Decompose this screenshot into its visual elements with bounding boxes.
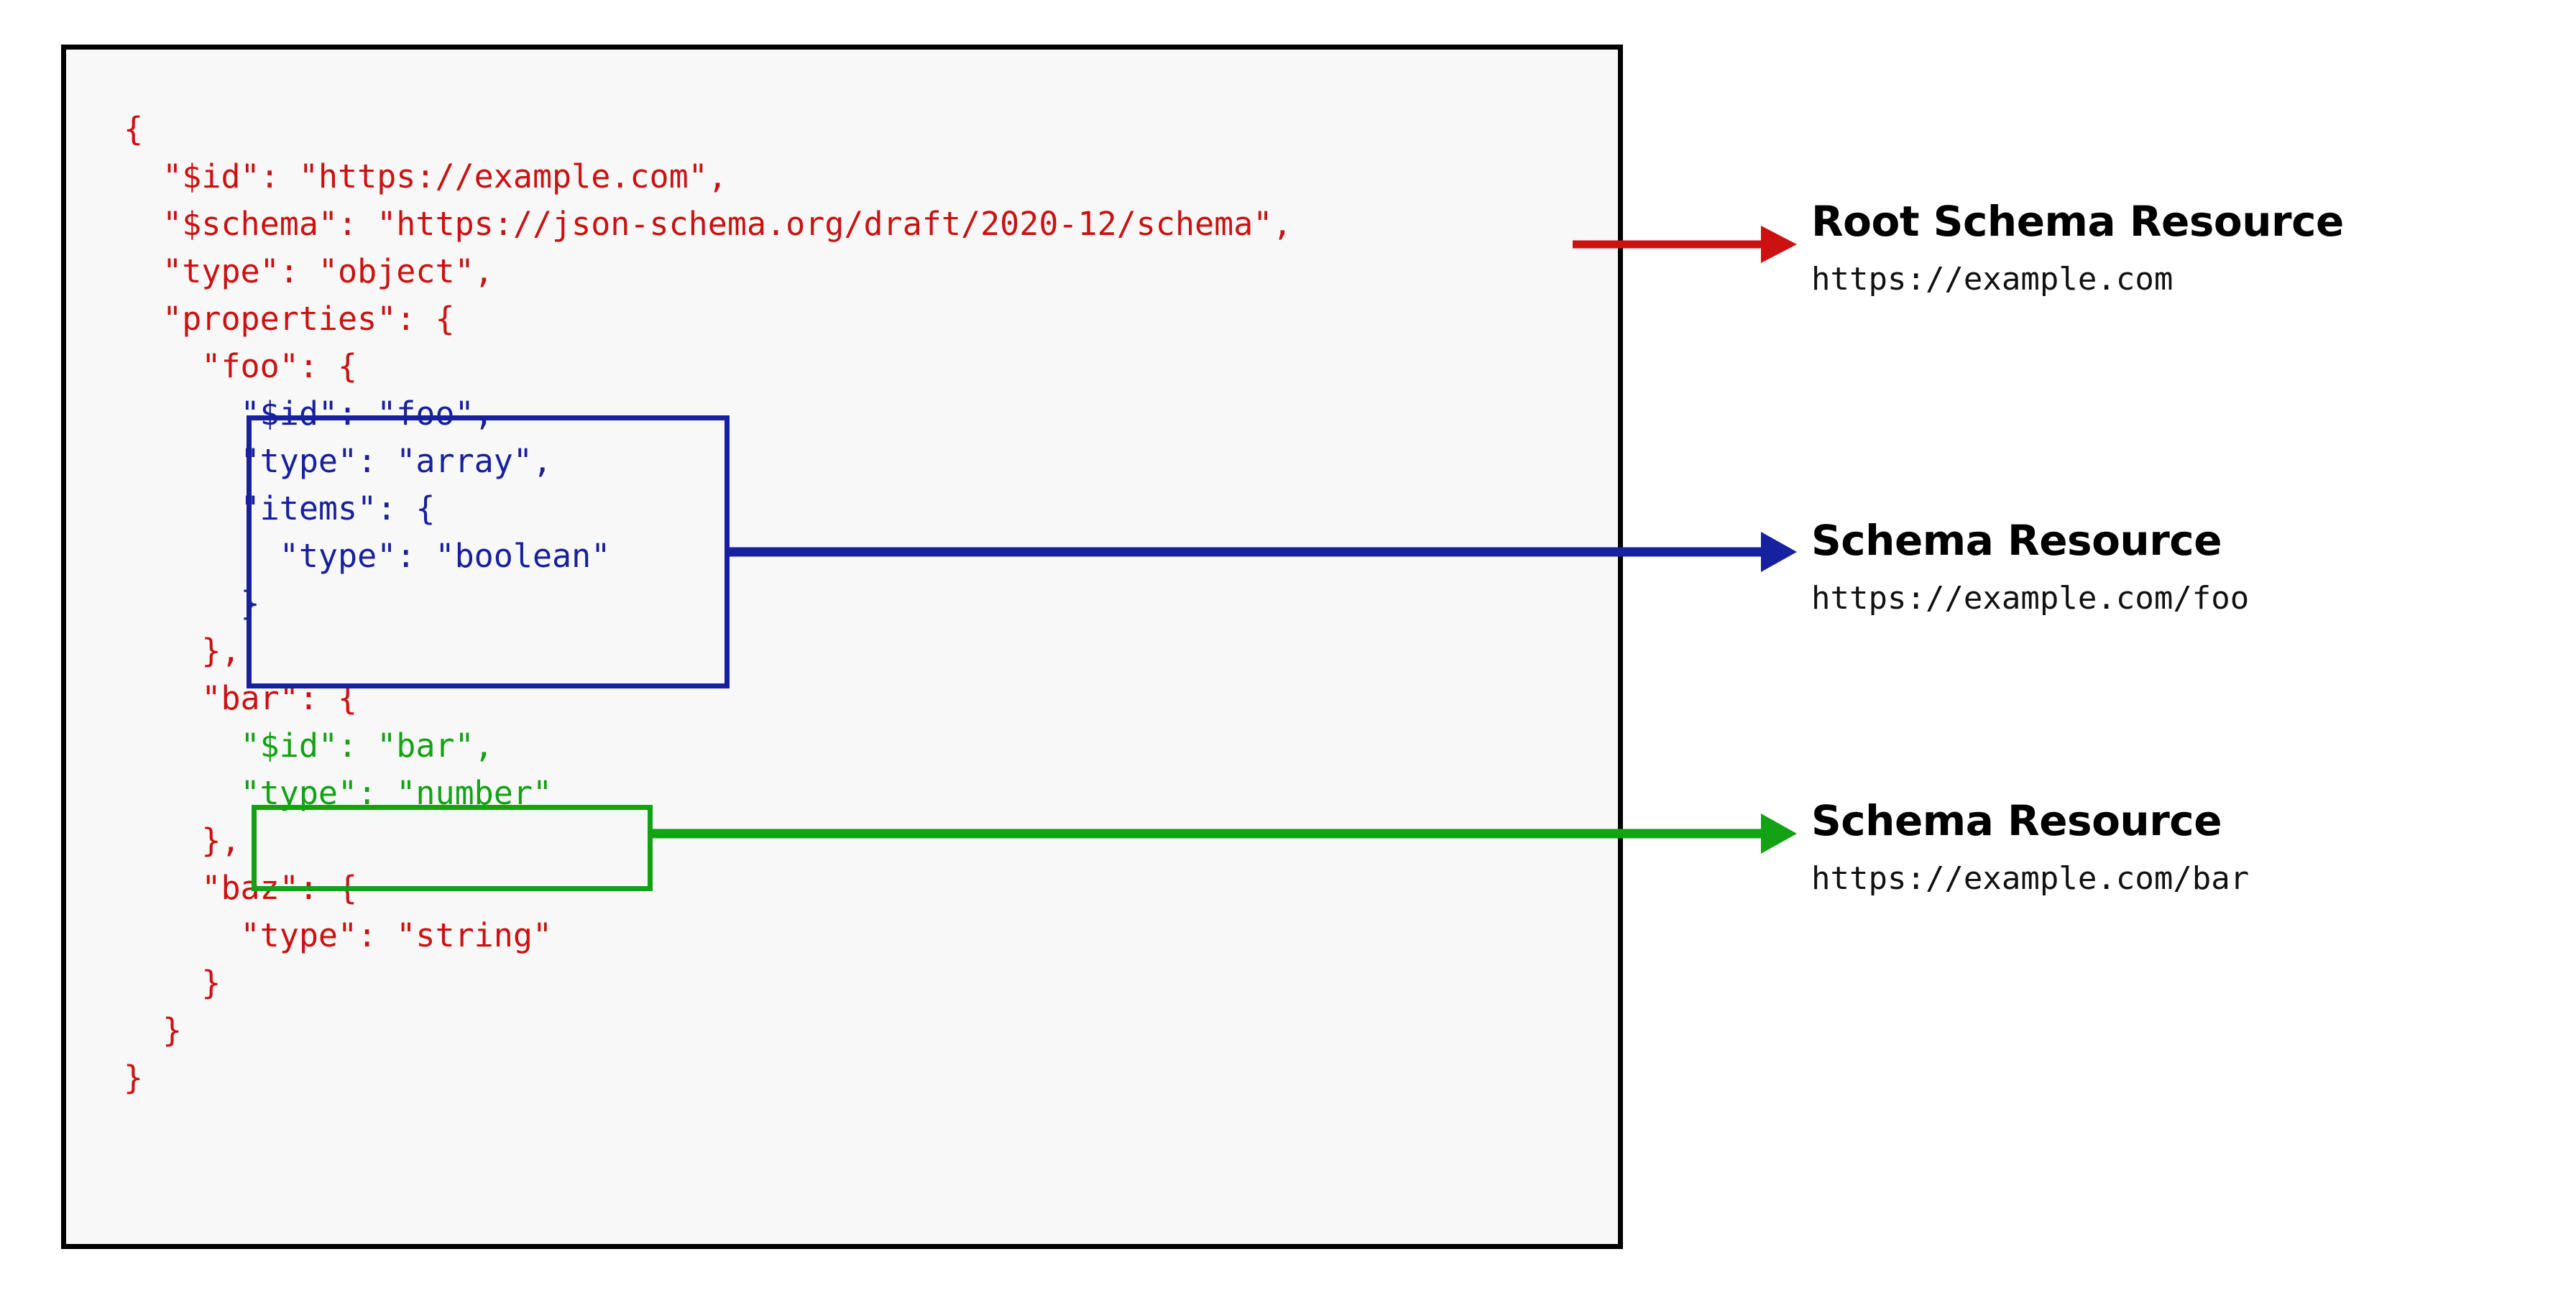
foo-schema-arrow bbox=[727, 532, 1797, 572]
root-schema-arrow bbox=[1573, 226, 1797, 263]
code-line-14: "$id": "bar", bbox=[124, 727, 494, 765]
annotation-foo-schema-resource: Schema Resource https://example.com/foo bbox=[1811, 519, 2544, 616]
code-line-17: "baz": { bbox=[124, 869, 358, 907]
annotation-title: Schema Resource bbox=[1811, 796, 2222, 845]
code-line-20: } bbox=[124, 1011, 183, 1049]
code-line-6: "foo": { bbox=[124, 347, 358, 385]
json-schema-code: { "$id": "https://example.com", "$schema… bbox=[124, 106, 1292, 1102]
annotation-url: https://example.com/bar bbox=[1811, 860, 2250, 897]
json-schema-code-panel: { "$id": "https://example.com", "$schema… bbox=[61, 45, 1623, 1249]
code-line-7: "$id": "foo", bbox=[124, 395, 494, 433]
code-line-18: "type": "string" bbox=[124, 916, 553, 954]
code-line-13: "bar": { bbox=[124, 679, 358, 717]
annotation-title: Schema Resource bbox=[1811, 516, 2222, 565]
annotation-url: https://example.com/foo bbox=[1811, 579, 2250, 617]
annotation-bar-schema-resource: Schema Resource https://example.com/bar bbox=[1811, 799, 2544, 896]
code-line-2: "$id": "https://example.com", bbox=[124, 157, 727, 195]
code-line-5: "properties": { bbox=[124, 300, 455, 338]
code-line-4: "type": "object", bbox=[124, 252, 494, 290]
annotation-title: Root Schema Resource bbox=[1811, 197, 2344, 246]
code-line-9: "items": { bbox=[124, 489, 436, 527]
bar-schema-arrow bbox=[650, 814, 1797, 854]
code-line-8: "type": "array", bbox=[124, 442, 553, 480]
code-line-3: "$schema": "https://json-schema.org/draf… bbox=[124, 205, 1292, 243]
annotation-url: https://example.com bbox=[1811, 260, 2174, 298]
annotation-root-schema-resource: Root Schema Resource https://example.com bbox=[1811, 200, 2544, 297]
code-line-1: { bbox=[124, 110, 144, 148]
code-line-19: } bbox=[124, 964, 221, 1002]
code-line-12: }, bbox=[124, 632, 241, 670]
code-line-11: } bbox=[124, 584, 260, 622]
code-line-16: }, bbox=[124, 821, 241, 860]
code-line-21: } bbox=[124, 1059, 144, 1097]
code-line-10: "type": "boolean" bbox=[124, 537, 611, 575]
